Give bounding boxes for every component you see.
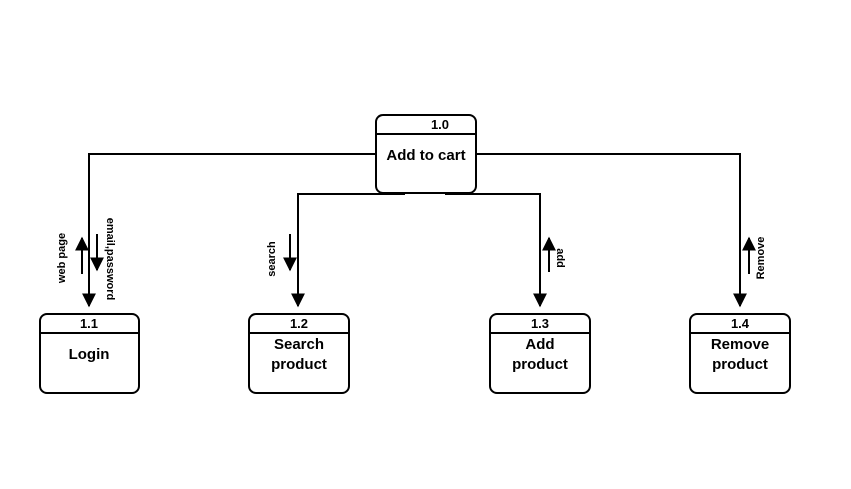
process-id: 1.1	[80, 316, 98, 331]
process-remove-product: 1.4 Remove product	[689, 313, 791, 394]
process-login: 1.1 Login	[39, 313, 140, 394]
process-name-line1: Remove	[711, 336, 769, 353]
connector-root-to-add	[445, 193, 547, 308]
flow-label-search: search	[266, 241, 278, 277]
flow-labels: web page email,password search add Remov…	[56, 218, 767, 301]
process-id: 1.4	[731, 316, 750, 331]
process-search-product: 1.2 Search product	[248, 313, 350, 394]
process-name-line1: Add	[525, 336, 554, 353]
process-id: 1.0	[431, 117, 449, 132]
process-name-line2: product	[271, 356, 327, 373]
connector-root-to-login	[82, 153, 376, 308]
process-add-to-cart: 1.0 Add to cart	[375, 114, 477, 194]
process-name: Add to cart	[386, 147, 465, 164]
connector-root-to-remove	[476, 153, 747, 308]
connectors	[82, 153, 747, 308]
process-name-line2: product	[512, 356, 568, 373]
process-name-line1: Search	[274, 336, 324, 353]
process-name-line2: product	[712, 356, 768, 373]
flow-label-web-page: web page	[56, 233, 68, 284]
process-id: 1.2	[290, 316, 308, 331]
process-name: Login	[69, 346, 110, 363]
process-id: 1.3	[531, 316, 549, 331]
flow-label-email-password: email,password	[104, 218, 116, 301]
process-add-product: 1.3 Add product	[489, 313, 591, 394]
connector-root-to-search	[291, 193, 405, 308]
flow-label-add: add	[554, 248, 566, 268]
flow-label-remove: Remove	[755, 237, 767, 280]
flow-arrows	[75, 234, 756, 274]
